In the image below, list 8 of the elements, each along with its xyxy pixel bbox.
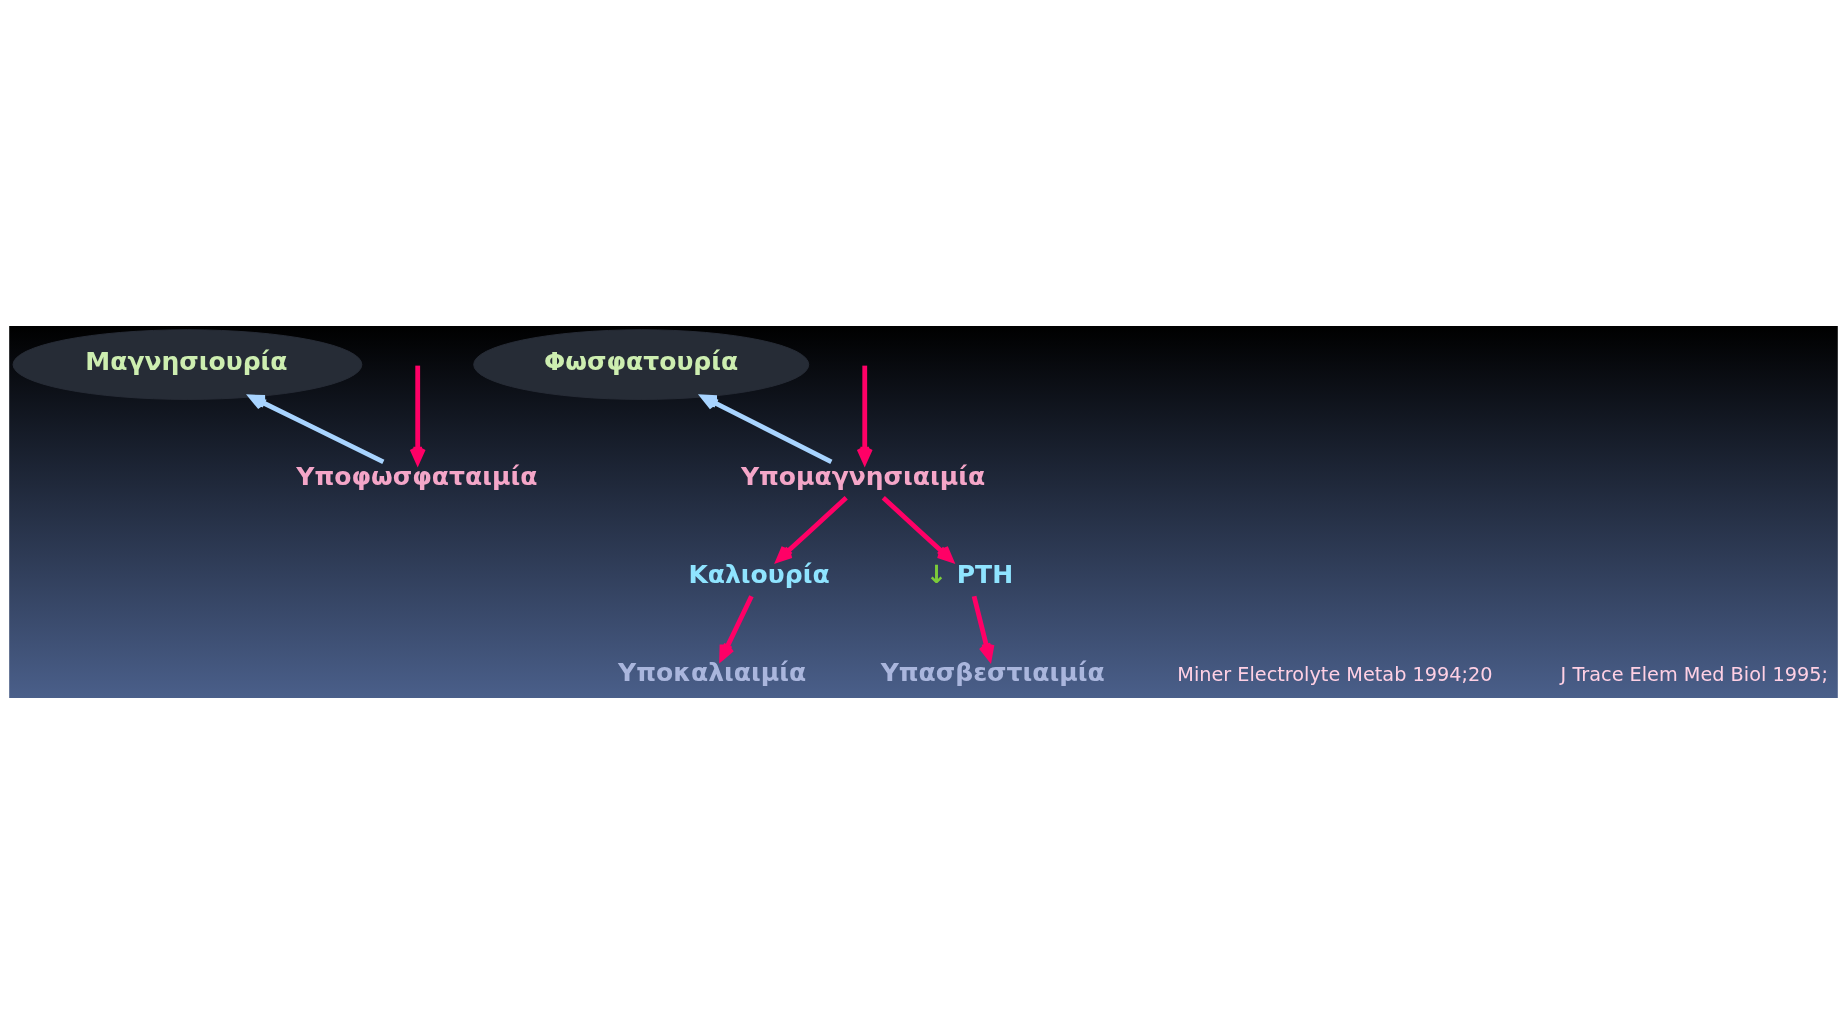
- node-text: Υποκαλιαιμία: [618, 658, 807, 688]
- label: Miner Electrolyte Metab 1994;20: [1177, 663, 1493, 687]
- label: J Trace Elem Med Biol 1995;: [1560, 663, 1828, 687]
- node-text: Υποφωσφαταιμία: [296, 461, 538, 491]
- node-text: Καλιουρία: [688, 560, 830, 590]
- node-text: Υπασβεστιαιμία: [880, 658, 1105, 688]
- node-text: Υπομαγνησιαιμία: [740, 461, 986, 491]
- node-text: ↓ PTH: [925, 560, 1014, 590]
